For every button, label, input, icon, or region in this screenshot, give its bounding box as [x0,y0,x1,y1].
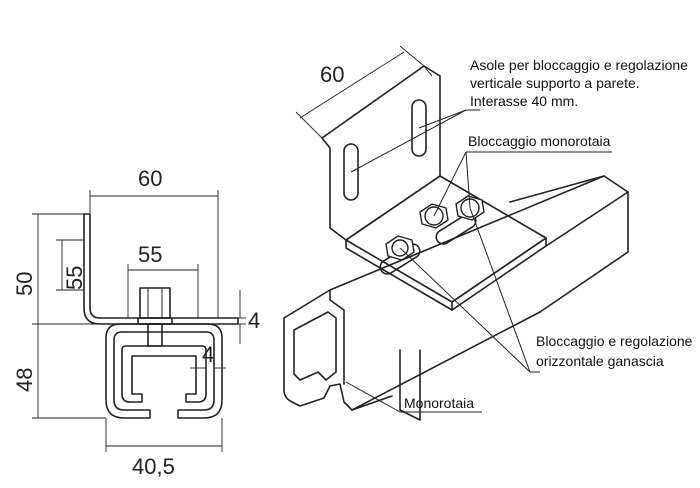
dim-4-plate: 4 [248,308,260,333]
callout-monorail: Monorotaia [404,395,474,411]
leader-horiz-1 [399,247,531,373]
front-view: 60 55 50 55 48 4 4 40,5 [12,166,260,479]
leader-slots-1 [350,109,467,173]
dim-4-rail: 4 [202,342,214,367]
monorail-top [283,175,629,319]
slot-left [343,143,359,201]
leader-lock-2 [465,151,471,209]
leader-slots-2 [418,109,467,129]
bolt-head [139,287,171,319]
callout-horizontal-line1: Bloccaggio e regolazione [536,333,693,349]
leader-lock-1 [433,151,467,217]
callout-slots-line3: Interasse 40 mm. [470,93,578,109]
rail-outer-profile [105,323,223,419]
base-plate-edge [451,237,547,311]
dim-55-horizontal: 55 [138,242,162,267]
dim-48-vertical: 48 [12,368,37,392]
base-plate [345,175,547,303]
dim-60-iso: 60 [320,62,344,87]
dim-50-vertical: 50 [12,272,37,296]
monorail-bottom [351,311,541,411]
monorail-front-face [283,317,393,411]
bolt-shank [147,323,163,347]
monorail-right-face [539,191,629,313]
leader-horiz-2 [469,207,531,373]
bolt-washer [137,317,173,325]
monorail-inner-c [293,311,337,381]
callout-monorail-lock: Bloccaggio monorotaia [468,133,611,149]
dim-60-front: 60 [138,166,162,191]
slot-right [411,99,427,157]
monorail-far-top [509,175,605,203]
dim-55-vertical: 55 [62,266,87,290]
iso-view: 60 Asole per bloccaggio e regolazione ve… [283,45,693,421]
rail-inner-profile [121,345,207,403]
dim-40-5: 40,5 [132,454,175,479]
bracket-profile [83,213,239,325]
leader-monorail [345,381,401,413]
callout-slots-line2: verticale supporto a parete. [470,75,640,91]
callout-horizontal-line2: orizzontale ganascia [536,353,664,369]
callout-slots-line1: Asole per bloccaggio e regolazione [470,57,688,73]
dim-60-iso-line [299,51,405,119]
